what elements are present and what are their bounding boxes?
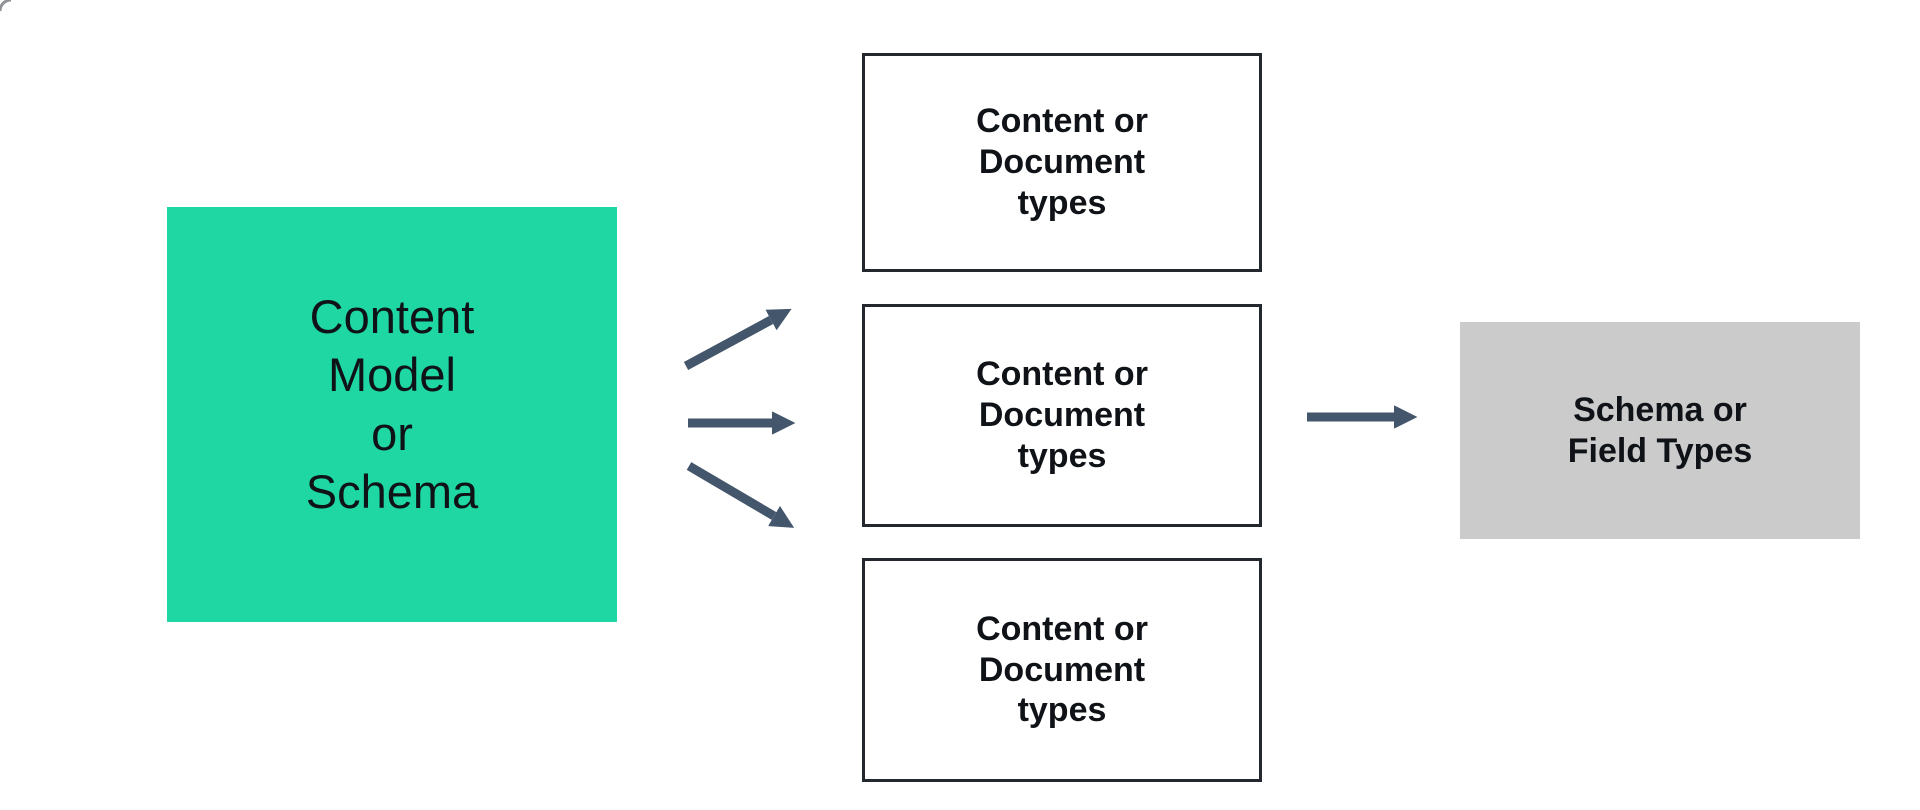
content-type-box-1-label: Content or Document types bbox=[976, 102, 1148, 222]
content-type-box-3-label: Content or Document types bbox=[976, 609, 1148, 730]
content-type-box-3: Content or Document types bbox=[862, 558, 1262, 782]
content-type-box-2-label: Content or Document types bbox=[976, 355, 1148, 475]
window-corner-artifact bbox=[0, 0, 12, 12]
schema-field-types-box: Schema or Field Types bbox=[1460, 322, 1860, 539]
content-type-box-2: Content or Document types bbox=[862, 304, 1262, 527]
content-model-box-label: Content Model or Schema bbox=[305, 289, 479, 518]
arrow-source-to-bottom-type bbox=[686, 462, 795, 528]
arrow-source-to-top-type bbox=[683, 308, 792, 370]
schema-field-types-box-label: Schema or Field Types bbox=[1567, 390, 1753, 470]
content-model-box: Content Model or Schema bbox=[167, 207, 617, 622]
content-type-box-1: Content or Document types bbox=[862, 53, 1262, 272]
